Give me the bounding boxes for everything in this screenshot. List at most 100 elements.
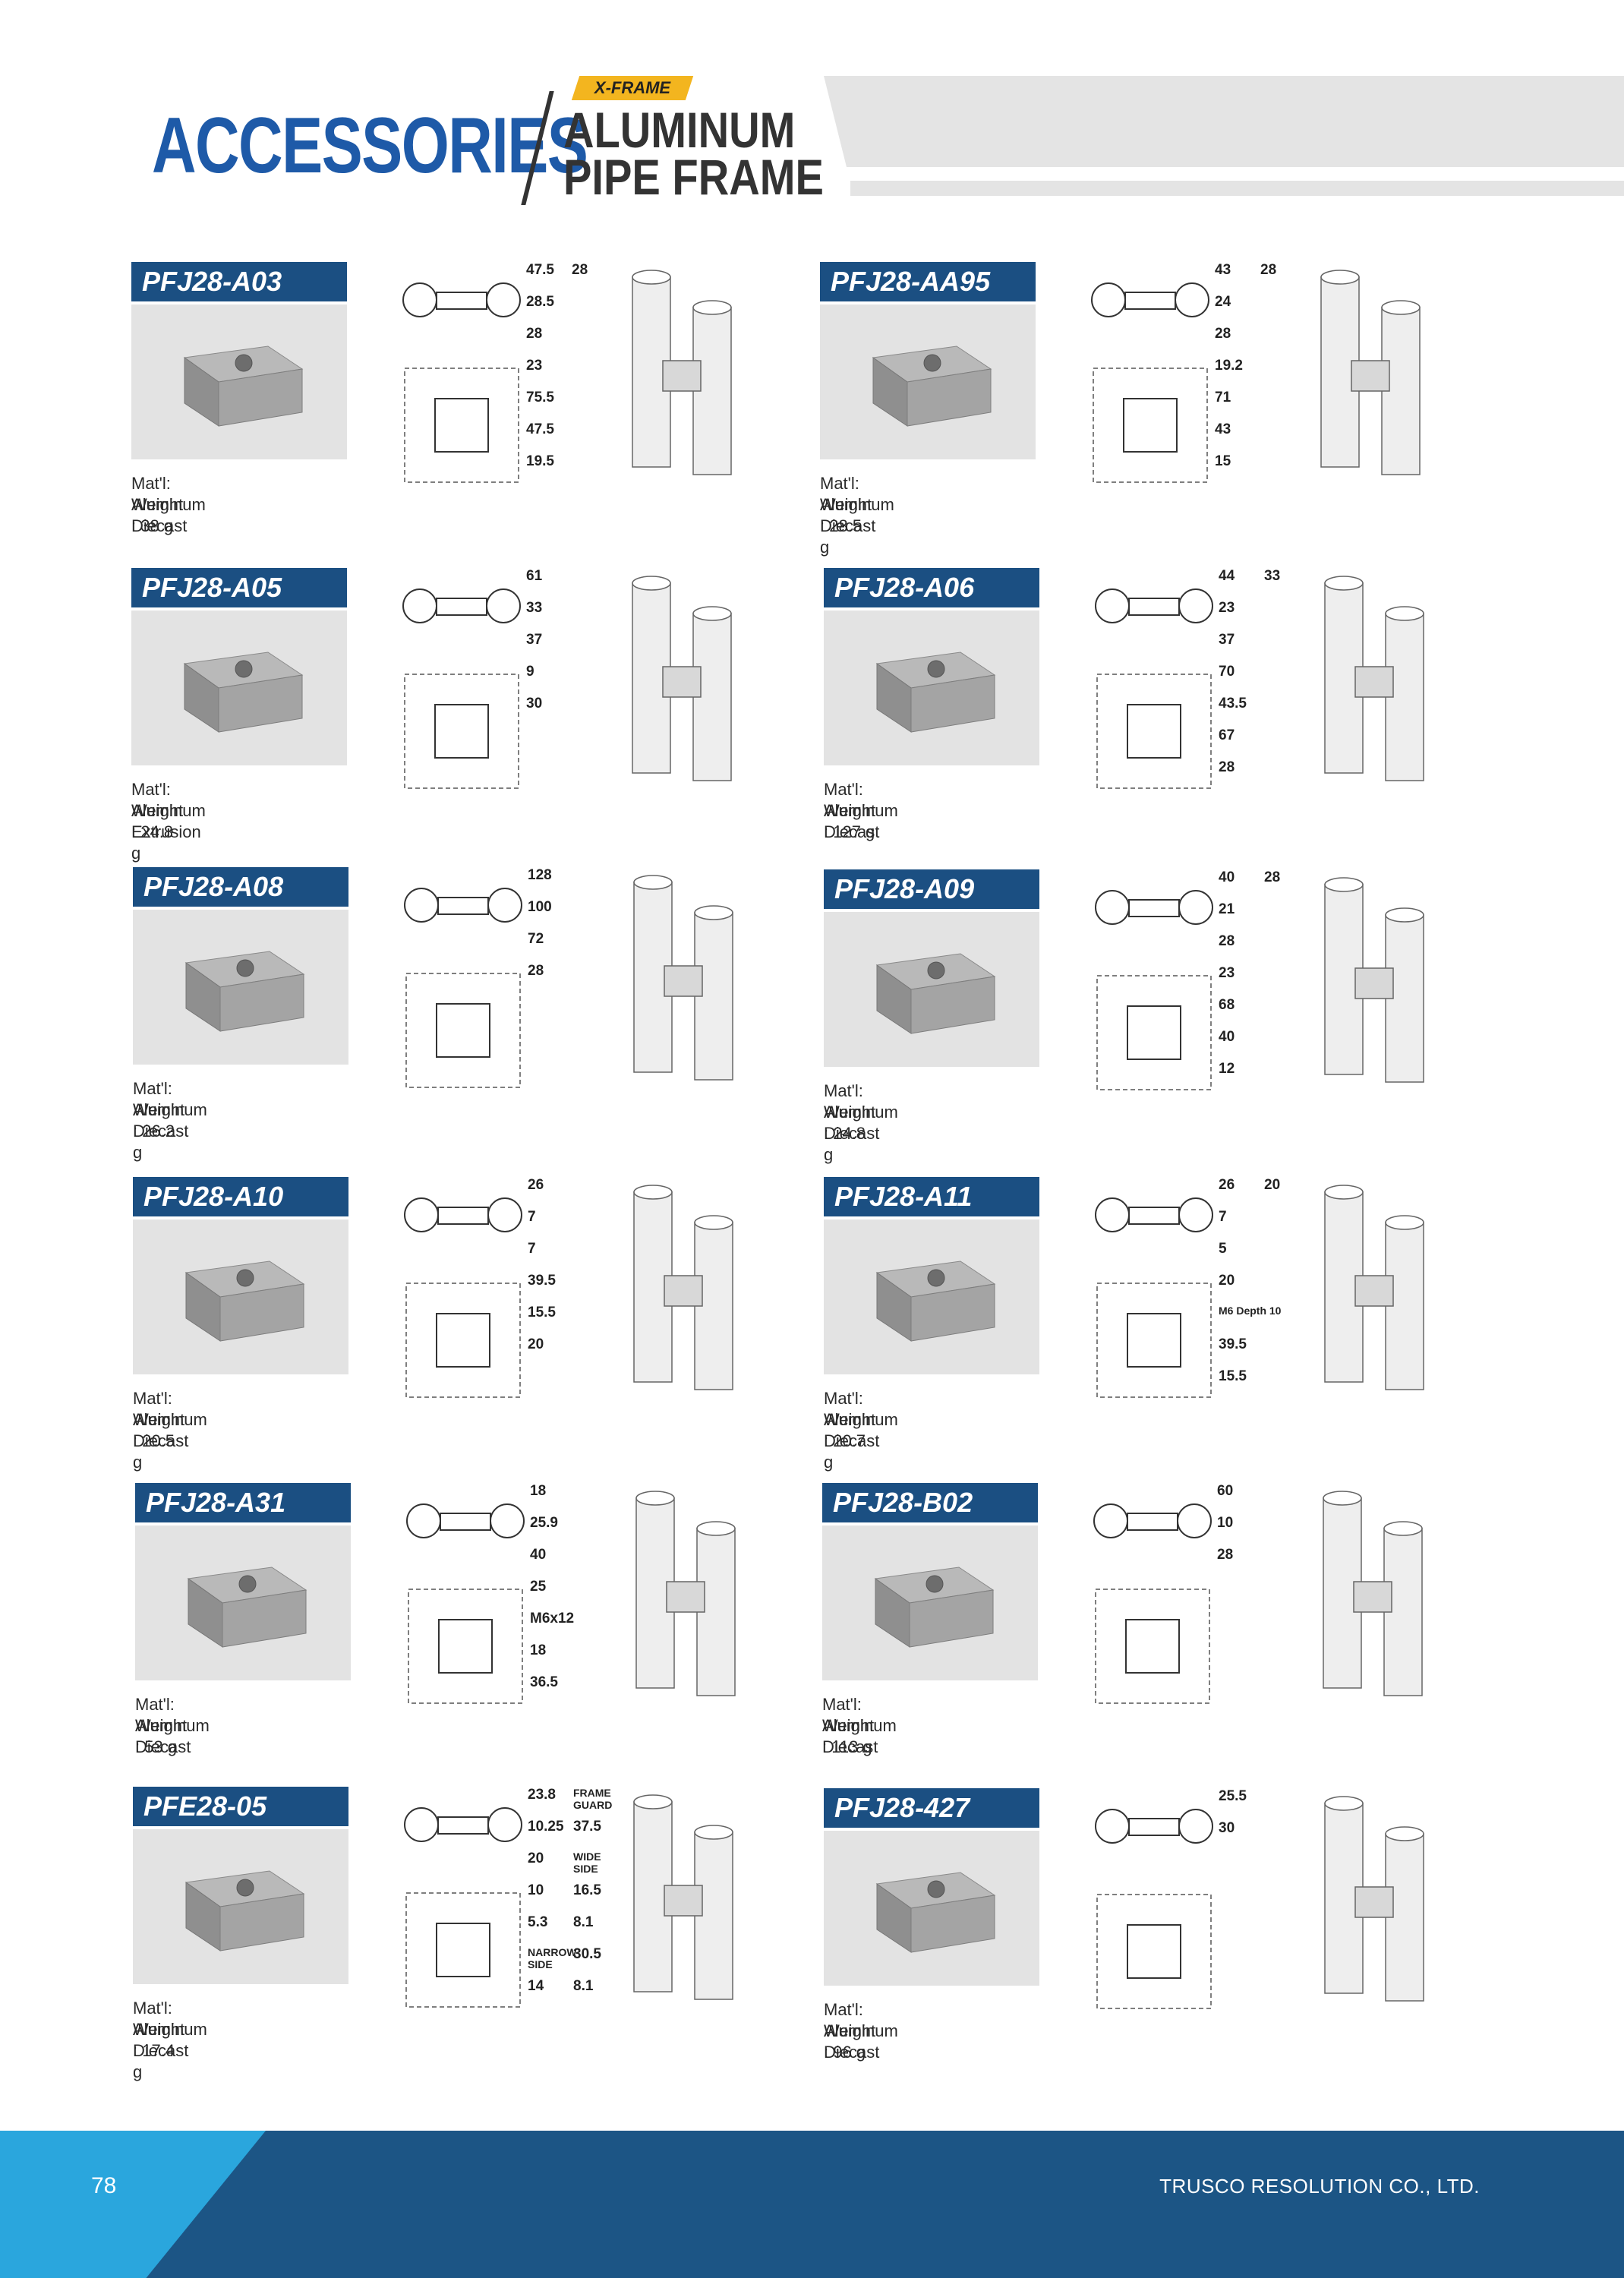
dimension-label: 70: [1219, 664, 1235, 680]
dimension-label: 28: [1217, 1547, 1234, 1563]
brand-tag-label: X-FRAME: [594, 78, 671, 97]
dimension-label: 24: [1215, 294, 1231, 310]
material-spec: Mat'l: Aluminum Extrusion: [131, 780, 206, 841]
material-spec: Mat'l: Aluminum Diecast: [824, 780, 898, 841]
dimension-label: 43.5: [1219, 696, 1247, 711]
assembly-view: [611, 1787, 763, 2018]
dimension-label: 25.5: [1219, 1788, 1247, 1804]
dimension-label: 7: [1219, 1209, 1227, 1225]
dimension-label: 61: [526, 568, 543, 584]
dimension-label: 71: [1215, 390, 1231, 405]
dimension-label: 39.5: [1219, 1336, 1247, 1352]
assembly-view: [1298, 262, 1450, 494]
product-render: [872, 345, 992, 427]
dimension-label: 20: [528, 1336, 544, 1352]
dimension-label: 75.5: [526, 390, 554, 405]
assembly-render: [1324, 1796, 1424, 2002]
assembly-render: [1323, 1491, 1423, 1696]
drawing-outline: [1095, 588, 1213, 789]
product-code: PFJ28-A31: [135, 1483, 351, 1522]
footer-bar: [0, 2131, 1624, 2278]
dimension-label: 44: [1219, 568, 1235, 584]
assembly-render: [633, 1185, 733, 1390]
dimension-label: 36.5: [530, 1674, 558, 1690]
dimension-label: 128: [528, 867, 552, 883]
product-render: [875, 953, 996, 1034]
dimension-label: 33: [526, 600, 543, 616]
product-code: PFJ28-AA95: [820, 262, 1036, 301]
dimension-label: 19.2: [1215, 358, 1243, 374]
page-title: ACCESSORIES: [152, 102, 588, 190]
product-code: PFJ28-A11: [824, 1177, 1039, 1216]
company-name: TRUSCO RESOLUTION CO., LTD.: [1159, 2175, 1480, 2198]
product-photo: [824, 1219, 1039, 1374]
page-subtitle: ALUMINUM PIPE FRAME: [563, 105, 824, 202]
material-spec: Mat'l: Aluminum Diecast: [824, 2000, 898, 2062]
product-render: [184, 951, 305, 1032]
dimension-label: 28: [572, 262, 588, 278]
dimension-label: 40: [1219, 869, 1235, 885]
dimension-label: 68: [1219, 997, 1235, 1013]
header-band: [824, 76, 1624, 167]
dimension-label: M6x12: [530, 1611, 575, 1626]
weight-spec: Weight : 53 g: [135, 1716, 188, 1756]
drawing-outline: [402, 282, 521, 483]
dimension-label: 18: [530, 1483, 547, 1499]
product-photo: [133, 910, 348, 1065]
dimension-label: 8.1: [573, 1978, 594, 1994]
weight-spec: Weight : 20.5 g: [133, 1410, 185, 1472]
dimension-label: 72: [528, 931, 544, 947]
product-render: [183, 652, 304, 733]
dimension-label: 43: [1215, 421, 1231, 437]
assembly-view: [610, 262, 762, 494]
material-spec: Mat'l: Aluminum Diecast: [824, 1081, 898, 1143]
assembly-view: [1302, 1177, 1454, 1409]
assembly-render: [633, 1794, 733, 2000]
drawing-outline: [402, 588, 521, 789]
material-spec: Mat'l: Aluminum Diecast: [135, 1695, 210, 1756]
assembly-view: [611, 867, 763, 1099]
dimension-label: 28: [526, 326, 543, 342]
drawing-outline: [406, 1503, 525, 1704]
dimension-label: 30.5: [573, 1946, 601, 1962]
assembly-view: [1301, 1483, 1452, 1715]
material-spec: Mat'l: Aluminum Diecast: [133, 1389, 207, 1450]
dimension-label: 47.5: [526, 421, 554, 437]
dimension-label: 60: [1217, 1483, 1234, 1499]
drawing-outline: [404, 1807, 522, 2008]
dimension-label: 28.5: [526, 294, 554, 310]
dimension-label: 100: [528, 899, 552, 915]
product-render: [875, 652, 996, 733]
product-code: PFJ28-A10: [133, 1177, 348, 1216]
weight-spec: Weight : 24.8 g: [131, 801, 184, 863]
dimension-label: 37.5: [573, 1819, 601, 1835]
product-code: PFJ28-A05: [131, 568, 347, 607]
dimension-label: 26: [528, 1177, 544, 1193]
product-photo: [133, 1829, 348, 1984]
dimension-label: 20: [1219, 1273, 1235, 1289]
product-code: PFJ28-B02: [822, 1483, 1038, 1522]
dimension-label: 28: [1219, 933, 1235, 949]
assembly-view: [611, 1177, 763, 1409]
dimension-label: 37: [526, 632, 543, 648]
dimension-label: 33: [1264, 568, 1281, 584]
product-photo: [824, 611, 1039, 765]
dimension-label: 5: [1219, 1241, 1227, 1257]
assembly-render: [1324, 1185, 1424, 1390]
product-code: PFJ28-A08: [133, 867, 348, 907]
dimension-label: 28: [1219, 759, 1235, 775]
weight-spec: Weight : 17.4 g: [133, 2020, 185, 2081]
dimension-label: 23: [1219, 965, 1235, 981]
product-render: [875, 1872, 996, 1953]
material-spec: Mat'l: Aluminum Diecast: [820, 474, 894, 535]
material-spec: Mat'l: Aluminum Diecast: [824, 1389, 898, 1450]
dimension-label: 47.5: [526, 262, 554, 278]
dimension-label: 67: [1219, 727, 1235, 743]
weight-spec: Weight : 96 g: [824, 2021, 876, 2062]
